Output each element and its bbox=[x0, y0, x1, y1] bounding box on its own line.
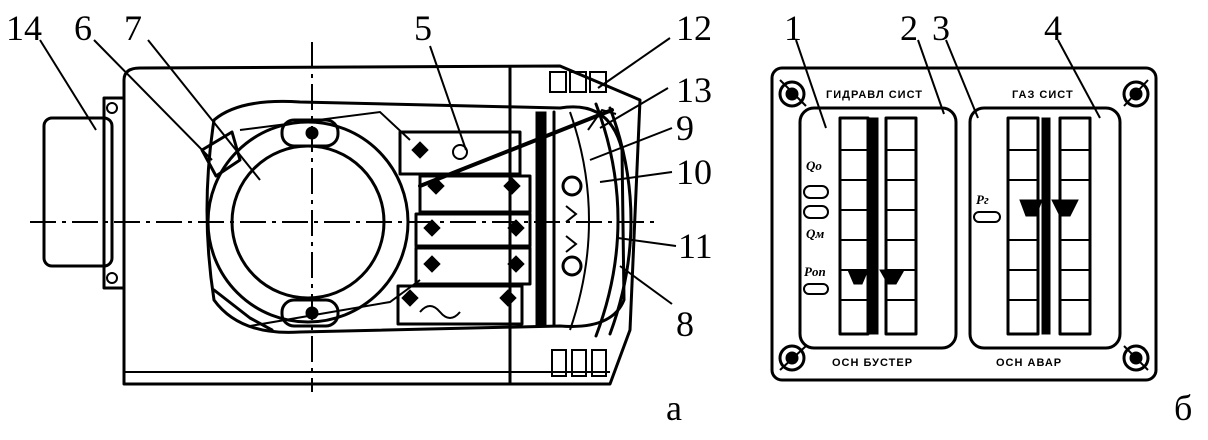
callout-10: 10 bbox=[676, 152, 712, 192]
callout-6: 6 bbox=[74, 8, 92, 48]
callout-14: 14 bbox=[6, 8, 42, 48]
subfig-label-b: б bbox=[1174, 388, 1192, 428]
leader-lines-b bbox=[795, 39, 1101, 129]
window-right bbox=[968, 106, 1122, 350]
gauge-right-1 bbox=[1006, 116, 1043, 336]
callout-5: 5 bbox=[414, 8, 432, 48]
figure-b-panel: Qо Qм Pоп Pг ГИДРАВЛ СИСТ ГАЗ СИСТ ОСН Б… bbox=[770, 66, 1158, 382]
figure-a-unit bbox=[30, 42, 660, 392]
gauge-right-2 bbox=[1051, 116, 1092, 336]
label-q-m: Qм bbox=[806, 226, 824, 241]
panel-frame bbox=[770, 66, 1158, 382]
label-p-g: Pг bbox=[976, 192, 989, 207]
label-q-o: Qо bbox=[806, 158, 822, 173]
callout-7: 7 bbox=[124, 8, 142, 48]
plate-bar bbox=[535, 111, 547, 327]
gauge-left-1 bbox=[838, 116, 870, 336]
inner-chassis bbox=[205, 99, 626, 334]
gauge-left-2 bbox=[879, 116, 918, 336]
caption-bottom-right: ОСН АВАР bbox=[996, 357, 1062, 369]
subfig-label-a: а bbox=[666, 388, 682, 428]
callout-1: 1 bbox=[784, 8, 802, 48]
leader-lines-a bbox=[39, 37, 677, 305]
housing-outline bbox=[122, 64, 642, 386]
connector-body bbox=[42, 116, 114, 268]
callout-4: 4 bbox=[1044, 8, 1062, 48]
caption-bottom-left: ОСН БУСТЕР bbox=[832, 357, 913, 369]
window-left bbox=[798, 106, 958, 350]
callout-8: 8 bbox=[676, 304, 694, 344]
caption-top-right: ГАЗ СИСТ bbox=[1012, 89, 1074, 101]
caption-top-left: ГИДРАВЛ СИСТ bbox=[826, 89, 923, 101]
callout-9: 9 bbox=[676, 108, 694, 148]
callout-13: 13 bbox=[676, 70, 712, 110]
callout-11: 11 bbox=[678, 226, 713, 266]
connector-collar bbox=[102, 96, 126, 290]
callout-12: 12 bbox=[676, 8, 712, 48]
callout-3: 3 bbox=[932, 8, 950, 48]
label-p-op: Pоп bbox=[804, 264, 826, 279]
callout-2: 2 bbox=[900, 8, 918, 48]
